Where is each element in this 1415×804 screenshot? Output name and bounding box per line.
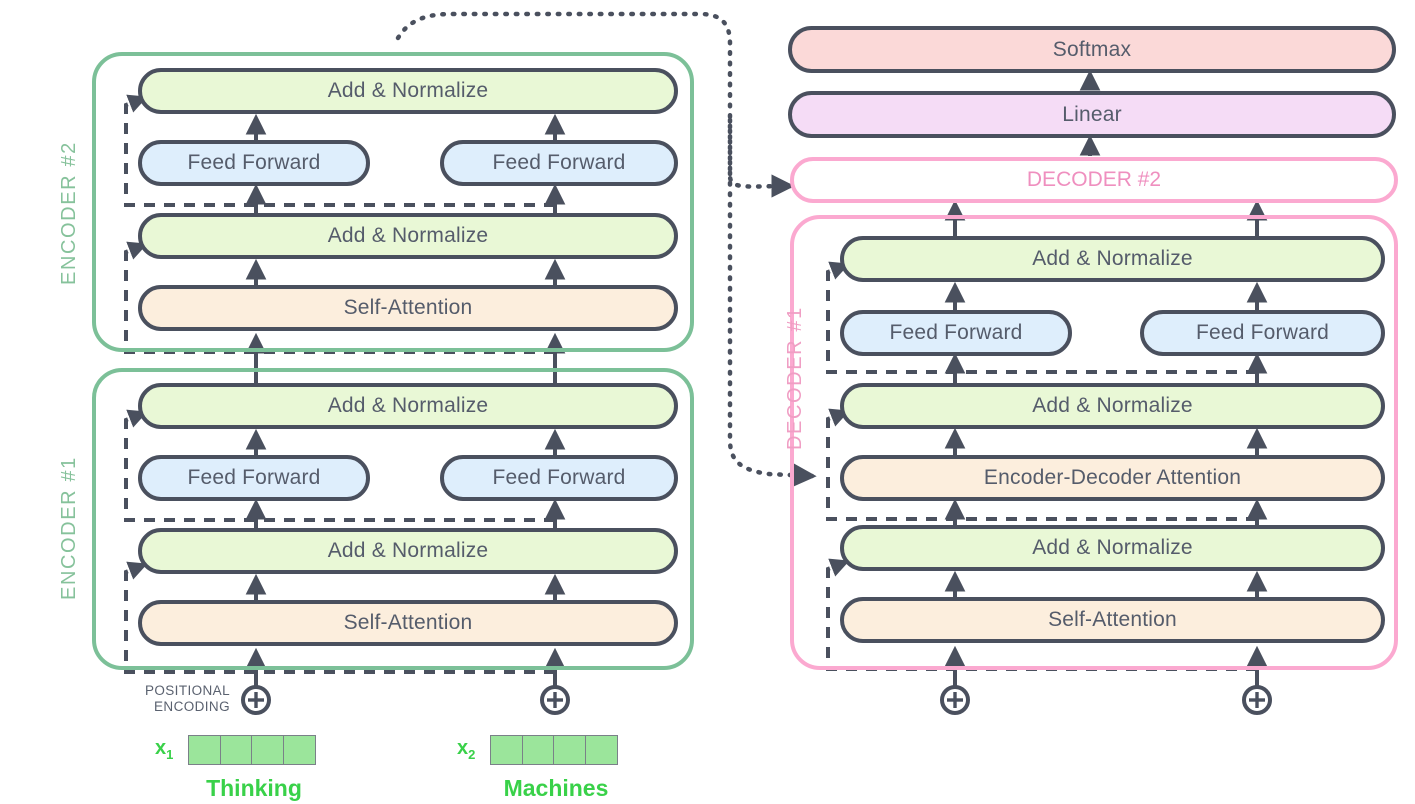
encoder1-add-normalize-bottom[interactable]: Add & Normalize xyxy=(138,528,678,574)
positional-encoding-line-1: POSITIONAL xyxy=(144,683,230,698)
decoder1-self-attention[interactable]: Self-Attention xyxy=(840,597,1385,643)
encoder-block-1-container xyxy=(92,368,694,670)
token-2-word: Machines xyxy=(503,775,609,801)
softmax-layer[interactable]: Softmax xyxy=(788,26,1396,73)
token-1-word: Thinking xyxy=(206,775,302,801)
encoder2-add-normalize-top[interactable]: Add & Normalize xyxy=(138,68,678,114)
embedding-cell xyxy=(521,735,555,765)
encoder-block-2-label: ENCODER #2 xyxy=(58,141,80,285)
decoder1-add-normalize-middle[interactable]: Add & Normalize xyxy=(840,383,1385,429)
decoder1-feed-forward-left[interactable]: Feed Forward xyxy=(840,310,1072,356)
decoder1-add-normalize-top[interactable]: Add & Normalize xyxy=(840,236,1385,282)
encoder-to-decoder-dotted xyxy=(395,11,817,487)
token-2-vector-label: x2 xyxy=(457,737,475,762)
positional-encoding-plus-decoder xyxy=(940,670,1272,715)
positional-encoding-line-2: ENCODING xyxy=(154,699,230,714)
token-1-vector-index: 1 xyxy=(166,747,174,762)
embedding-cell xyxy=(553,735,586,765)
token-2-vector-symbol: x xyxy=(457,737,469,759)
encoder2-add-normalize-bottom[interactable]: Add & Normalize xyxy=(138,213,678,259)
encoder-block-2-container xyxy=(92,52,694,352)
encoder1-feed-forward-left[interactable]: Feed Forward xyxy=(138,455,370,501)
decoder1-add-normalize-bottom[interactable]: Add & Normalize xyxy=(840,525,1385,571)
positional-encoding-label: POSITIONAL ENCODING xyxy=(134,683,230,715)
linear-layer[interactable]: Linear xyxy=(788,91,1396,138)
token-1-embedding xyxy=(188,735,316,765)
embedding-cell xyxy=(219,735,253,765)
embedding-cell xyxy=(282,735,316,765)
encoder2-feed-forward-left[interactable]: Feed Forward xyxy=(138,140,370,186)
encoder2-feed-forward-right[interactable]: Feed Forward xyxy=(440,140,678,186)
decoder-block-1-container xyxy=(790,215,1398,670)
embedding-cell xyxy=(188,735,221,765)
decoder-block-2-collapsed[interactable]: DECODER #2 xyxy=(790,157,1398,203)
encoder1-feed-forward-right[interactable]: Feed Forward xyxy=(440,455,678,501)
decoder-block-1-label: DECODER #1 xyxy=(784,306,806,450)
embedding-cell xyxy=(490,735,523,765)
token-1-vector-symbol: x xyxy=(155,737,167,759)
token-2-vector-index: 2 xyxy=(468,747,476,762)
embedding-cell xyxy=(251,735,284,765)
embedding-cell xyxy=(584,735,618,765)
decoder1-encoder-decoder-attention[interactable]: Encoder-Decoder Attention xyxy=(840,455,1385,501)
encoder-block-1-label: ENCODER #1 xyxy=(58,456,80,600)
encoder1-add-normalize-top[interactable]: Add & Normalize xyxy=(138,383,678,429)
positional-encoding-plus-encoder xyxy=(241,670,570,715)
token-2-embedding xyxy=(490,735,618,765)
token-1-vector-label: x1 xyxy=(155,737,173,762)
decoder1-feed-forward-right[interactable]: Feed Forward xyxy=(1140,310,1385,356)
encoder2-self-attention[interactable]: Self-Attention xyxy=(138,285,678,331)
encoder1-self-attention[interactable]: Self-Attention xyxy=(138,600,678,646)
